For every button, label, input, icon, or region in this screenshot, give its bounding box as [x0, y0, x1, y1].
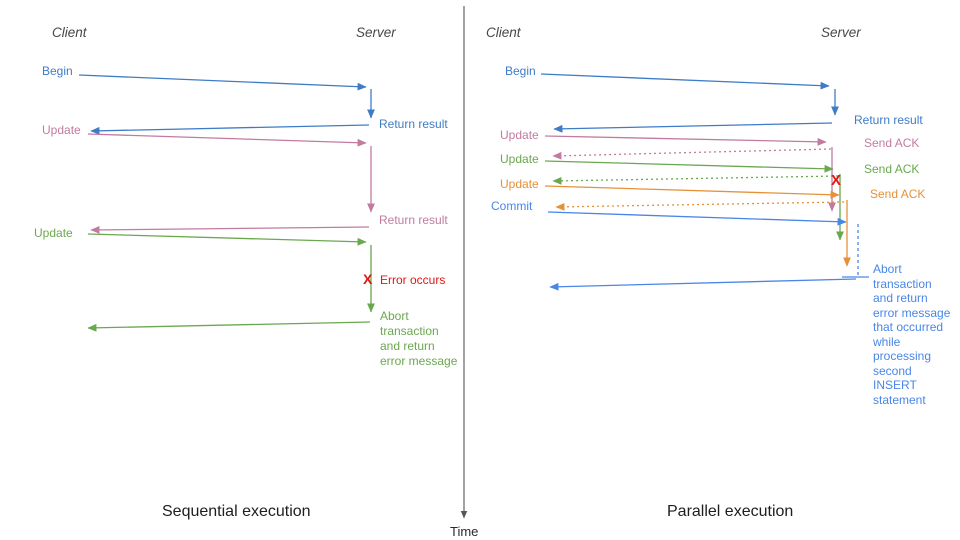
seq-return1-line — [90, 124, 370, 135]
sequential-arrows — [78, 74, 375, 332]
seq-update2-request-line — [87, 233, 367, 246]
par-begin-request-line — [540, 73, 830, 90]
par-ack2-line — [552, 175, 839, 185]
par-update2-request-line — [544, 160, 834, 173]
seq-abort-return-line — [87, 321, 371, 332]
par-send-ack1-label: Send ACK — [864, 136, 920, 150]
seq-update1-request-line — [87, 133, 367, 147]
par-server-header: Server — [821, 25, 861, 40]
par-ack1-line — [552, 148, 832, 160]
par-abort-return-line — [549, 278, 857, 291]
seq-update2-label: Update — [34, 226, 73, 240]
par-client-header: Client — [486, 25, 521, 40]
seq-client-header: Client — [52, 25, 87, 40]
seq-update1-label: Update — [42, 123, 81, 137]
par-return-result-label: Return result — [854, 113, 923, 127]
par-send-ack3-label: Send ACK — [870, 187, 926, 201]
par-commit-request-line — [547, 211, 847, 226]
seq-abort-note: Abort transaction and return error messa… — [380, 309, 458, 368]
seq-begin-request-line — [78, 74, 367, 91]
par-error-x-icon: X — [831, 172, 842, 189]
par-update1-label: Update — [500, 128, 539, 142]
par-update2-label: Update — [500, 152, 539, 166]
par-panel-title: Parallel execution — [667, 503, 794, 520]
par-begin-label: Begin — [505, 64, 536, 78]
par-ack3-line — [555, 201, 845, 211]
par-send-ack2-label: Send ACK — [864, 162, 920, 176]
seq-server-header: Server — [356, 25, 396, 40]
par-abort-note: Abort transaction and return error messa… — [873, 262, 951, 407]
time-axis-label: Time — [450, 524, 479, 539]
seq-error-x-icon: X — [363, 271, 373, 287]
par-commit-label: Commit — [491, 199, 533, 213]
par-update3-label: Update — [500, 177, 539, 191]
par-update3-request-line — [544, 185, 840, 199]
seq-return-result1-label: Return result — [379, 117, 448, 131]
par-return-result-line — [553, 122, 833, 133]
seq-begin-label: Begin — [42, 64, 73, 78]
seq-return-result2-label: Return result — [379, 213, 448, 227]
seq-panel-title: Sequential execution — [162, 503, 311, 520]
parallel-arrows — [540, 73, 869, 291]
seq-return2-line — [90, 226, 370, 234]
par-update1-request-line — [544, 135, 827, 146]
seq-error-occurs-label: Error occurs — [380, 273, 446, 287]
